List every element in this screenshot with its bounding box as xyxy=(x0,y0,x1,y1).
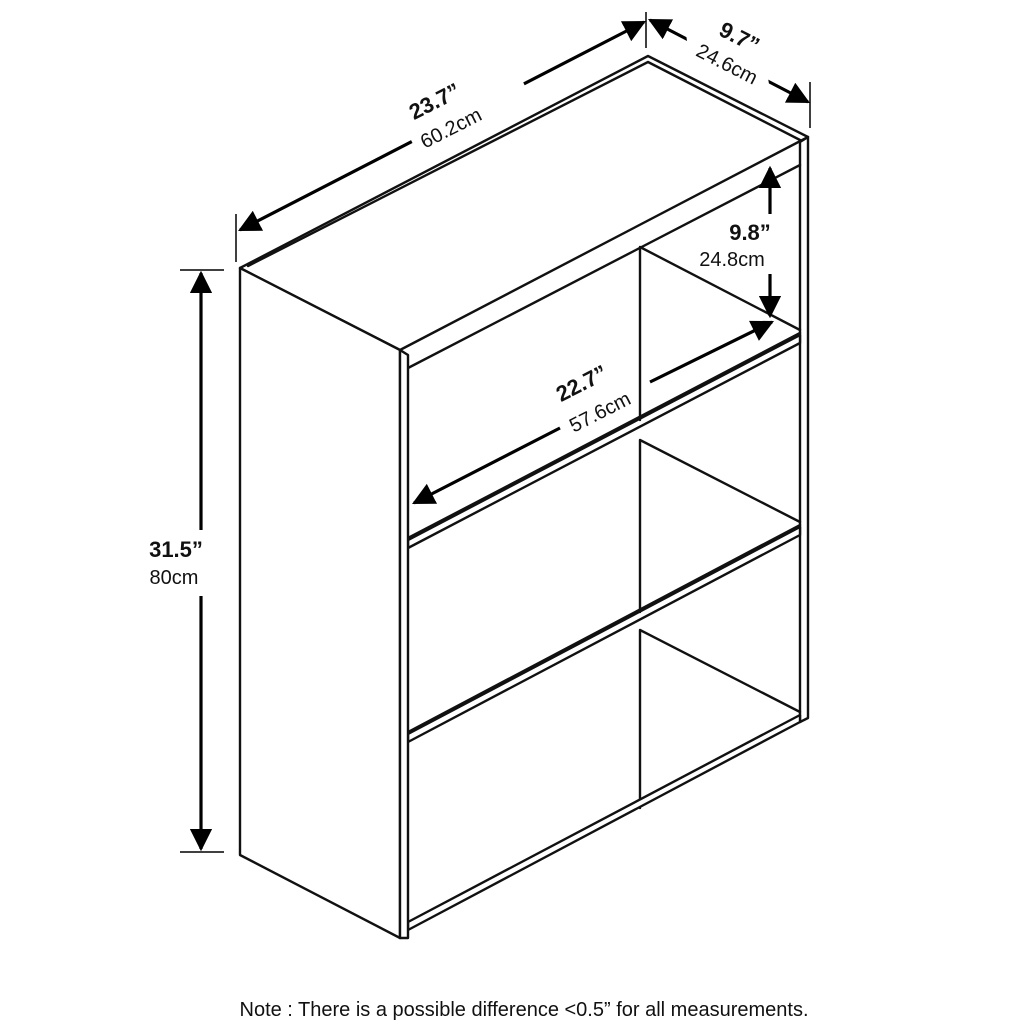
bottom-panel xyxy=(406,713,802,932)
depth-label-mask xyxy=(686,30,770,90)
shelf-width-dimension: 22.7” 57.6cm xyxy=(412,320,775,505)
upper-shelf-back-edge xyxy=(638,245,802,422)
lower-shelf-back-edge xyxy=(638,438,802,614)
right-side-panel xyxy=(798,135,810,724)
height-dimension: 31.5” 80cm xyxy=(149,269,224,853)
upper-shelf-top-edge xyxy=(406,331,802,540)
bottom-back-edge xyxy=(638,628,802,810)
shelf-width-arrow-right xyxy=(649,320,775,384)
shelf-width-arrow-left xyxy=(412,426,561,505)
measurement-note: Note : There is a possible difference <0… xyxy=(240,999,809,1021)
height-metric-label: 80cm xyxy=(150,567,199,589)
left-panel-front-edge xyxy=(398,348,410,940)
lower-shelf-top-edge xyxy=(406,523,802,734)
height-imperial-label: 31.5” xyxy=(149,537,203,562)
lower-shelf xyxy=(406,525,802,744)
upper-shelf xyxy=(406,333,802,550)
spacing-metric-label: 24.8cm xyxy=(699,249,765,271)
width-label-mask xyxy=(392,44,528,150)
bookshelf xyxy=(238,54,810,940)
left-side-panel xyxy=(238,266,402,940)
spacing-imperial-label: 9.8” xyxy=(729,220,771,245)
top-inner-edge xyxy=(406,163,802,370)
shelf-spacing-dimension: 9.8” 24.8cm xyxy=(699,165,782,319)
